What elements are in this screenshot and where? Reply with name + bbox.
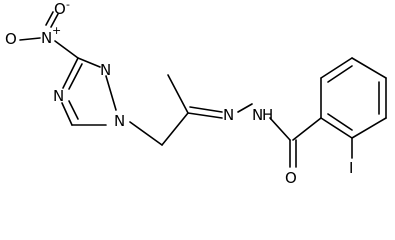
bond-n-n	[237, 103, 253, 113]
bond-ring-e	[351, 117, 387, 139]
atom-ring-n-top: N	[100, 61, 111, 79]
bond-c5-n4	[61, 102, 73, 126]
atom-amide-h: H	[262, 106, 273, 124]
charge-nitro-o-minus: -	[66, 0, 70, 11]
bond-nh-carbonyl	[269, 117, 291, 141]
bond-nitro-n-o-top	[50, 13, 59, 28]
bond-n4-c3-double	[68, 63, 83, 90]
bond-c-n-hydrazone-double	[189, 106, 223, 113]
atom-nitro-n: N	[41, 29, 52, 47]
bond-c3-n2	[77, 57, 101, 68]
bond-ring-b	[320, 57, 353, 79]
bond-ch2-c	[161, 112, 189, 146]
atom-nitro-o-left: O	[5, 30, 17, 48]
bond-n4-c3	[62, 57, 79, 89]
charge-nitro-plus: +	[52, 24, 61, 37]
atom-carbonyl-o: O	[285, 169, 297, 187]
atom-nitro-o-top: O	[54, 0, 66, 18]
atom-hydrazone-n: N	[223, 106, 234, 124]
atom-amide-n: N	[252, 106, 263, 124]
atom-iodine: I	[349, 159, 353, 177]
atom-ring-n-left: N	[53, 87, 64, 105]
bond-c5-n4-double	[68, 100, 79, 120]
bond-ring-b-inner	[327, 65, 353, 83]
bond-n1-ch2	[129, 121, 163, 146]
bond-ring-c	[351, 57, 387, 79]
atom-ring-n1: N	[114, 112, 125, 130]
atom-labels: N + O - O N N N N N H O I	[5, 0, 353, 187]
bond-c-n-hydrazone	[187, 112, 223, 119]
bond-ring-f-inner	[327, 113, 353, 131]
bond-nitro-n-o-left	[19, 37, 41, 41]
bond-nitro-n-c3	[54, 40, 79, 59]
molecule-structure: N + O - O N N N N N H O I	[5, 0, 387, 187]
bond-c-methyl	[167, 74, 189, 114]
bond-nitro-n-o-top-2	[45, 11, 54, 26]
bond-ring-f	[320, 117, 353, 139]
bond-carbonyl-ring	[292, 117, 322, 141]
bonds	[19, 11, 387, 168]
bond-n2-n1	[105, 75, 117, 111]
